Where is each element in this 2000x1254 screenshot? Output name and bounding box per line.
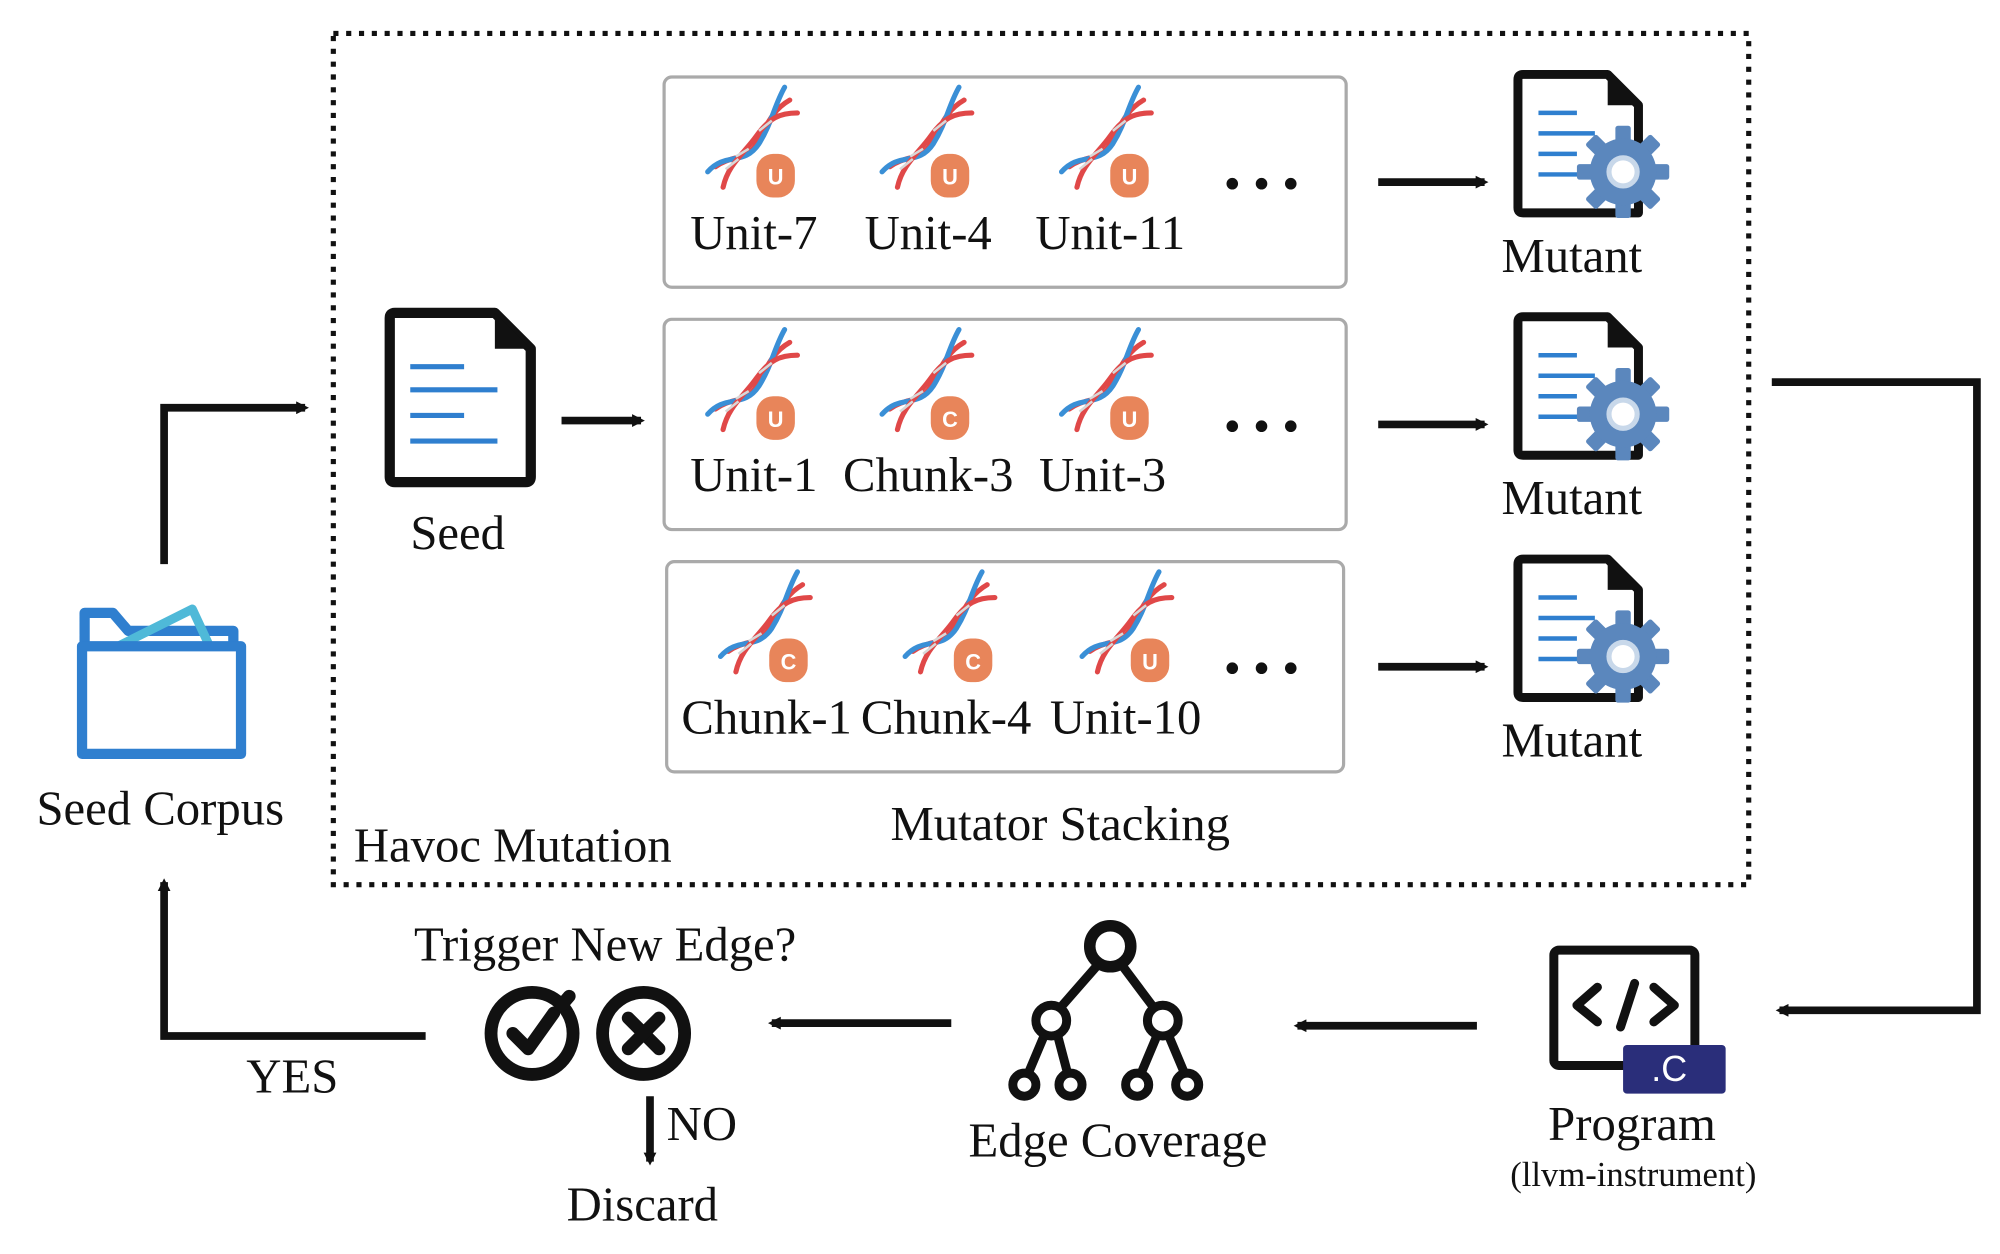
mutator-type-letter: C — [965, 649, 981, 674]
mutant-label: Mutant — [1501, 229, 1642, 283]
mutator-type-letter: C — [781, 649, 797, 674]
mutator-type-letter: U — [768, 165, 784, 190]
discard-label: Discard — [567, 1178, 718, 1232]
mutator-stack-box — [665, 560, 1346, 774]
mutator-label: Unit-10 — [1050, 690, 1202, 744]
mutator-label: Chunk-1 — [681, 690, 851, 744]
ellipsis: • • • — [1224, 399, 1300, 453]
x-circle-icon — [596, 985, 692, 1081]
mutator-type-badge — [930, 396, 970, 440]
dna-mutator-icon: U — [1062, 330, 1152, 440]
edge-coverage-label: Edge Coverage — [969, 1113, 1268, 1167]
mutator-type-letter: U — [1122, 407, 1138, 432]
mutator-type-badge — [756, 396, 795, 440]
c-extension-badge: .C — [1651, 1049, 1687, 1089]
program-sublabel: (llvm-instrument) — [1510, 1156, 1756, 1194]
havoc-mutation-region — [330, 30, 1752, 888]
mutator-type-badge — [1110, 396, 1149, 440]
dna-mutator-icon: C — [905, 572, 995, 683]
mutator-type-letter: U — [1142, 649, 1158, 674]
program-label: Program — [1548, 1097, 1716, 1151]
decision-label: Trigger New Edge? — [414, 917, 796, 971]
dna-mutator-icon: U — [708, 330, 798, 440]
mutant-document-gear-icon — [1513, 554, 1670, 703]
mutant-label: Mutant — [1501, 471, 1642, 525]
dna-mutator-icon: U — [882, 87, 972, 198]
mutator-label: Unit-7 — [690, 206, 817, 260]
mutator-type-badge — [756, 153, 795, 198]
mutator-type-badge — [953, 638, 993, 683]
ellipsis: • • • — [1224, 642, 1300, 696]
code-file-icon: .C — [1549, 945, 1726, 1094]
dna-mutator-icon: U — [1062, 87, 1152, 198]
mutants-to-program-arrow — [1771, 378, 1981, 1017]
dna-mutator-icon: U — [708, 87, 798, 198]
mutator-type-letter: U — [1122, 165, 1138, 190]
mutator-label: Unit-4 — [865, 206, 992, 260]
mutator-row: C Chunk-1 C Chunk-4 U Unit-10 • • • Mutant — [665, 554, 1670, 774]
mutator-row: U Unit-7 U Unit-4 U Unit-11 • • • Mutant — [662, 69, 1670, 289]
mutator-label: Unit-1 — [690, 448, 817, 502]
ellipsis: • • • — [1224, 157, 1300, 211]
corpus-to-seed-arrow — [160, 401, 309, 565]
mutator-stacking-label: Mutator Stacking — [890, 797, 1230, 851]
check-circle-icon — [484, 985, 580, 1081]
mutant-document-gear-icon — [1513, 69, 1670, 219]
dna-mutator-icon: C — [721, 572, 811, 683]
tree-graph-icon — [1008, 919, 1204, 1101]
mutator-row: U Unit-1 C Chunk-3 U Unit-3 • • • Mutant — [662, 312, 1670, 532]
mutator-type-letter: C — [942, 407, 958, 432]
mutator-label: Unit-11 — [1035, 206, 1185, 260]
mutator-label: Chunk-4 — [861, 690, 1031, 744]
folder-icon — [76, 604, 247, 760]
mutant-document-gear-icon — [1513, 312, 1670, 461]
yes-arrow — [157, 878, 426, 1040]
mutator-type-letter: U — [768, 407, 784, 432]
mutant-label: Mutant — [1501, 713, 1642, 767]
havoc-mutation-label: Havoc Mutation — [354, 819, 672, 873]
mutator-label: Chunk-3 — [843, 448, 1013, 502]
mutator-type-badge — [1110, 153, 1149, 198]
mutator-type-badge — [769, 638, 808, 683]
mutator-stack-box — [662, 317, 1348, 532]
mutator-type-badge — [930, 153, 970, 198]
seed-label: Seed — [410, 506, 505, 560]
seed-document-icon — [384, 307, 536, 488]
seed-corpus-label: Seed Corpus — [36, 781, 284, 835]
mutator-type-badge — [1130, 638, 1170, 683]
mutator-stack-box — [662, 75, 1348, 289]
mutator-label: Unit-3 — [1039, 448, 1166, 502]
dna-mutator-icon: U — [1082, 572, 1172, 683]
mutator-type-letter: U — [942, 165, 958, 190]
no-label: NO — [667, 1097, 737, 1151]
dna-mutator-icon: C — [882, 330, 972, 440]
yes-label: YES — [246, 1049, 338, 1103]
